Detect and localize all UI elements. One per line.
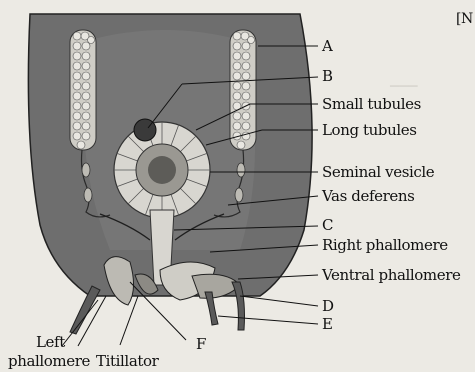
label-long-tubules: Long tubules bbox=[322, 123, 417, 138]
label-left-phallomere-line1: Left bbox=[36, 335, 65, 350]
label-a: A bbox=[322, 39, 332, 54]
right-gland-column bbox=[230, 30, 256, 150]
label-right-phallomere: Right phallomere bbox=[322, 238, 448, 253]
left-gland-column bbox=[70, 30, 96, 150]
label-d: D bbox=[322, 299, 334, 314]
label-small-tubules: Small tubules bbox=[322, 97, 421, 112]
label-e: E bbox=[322, 317, 333, 332]
label-ventral-phallomere: Ventral phallomere bbox=[322, 268, 460, 283]
background-text-fragment: ─── bbox=[390, 78, 418, 94]
label-seminal-vesicle: Seminal vesicle bbox=[322, 165, 434, 180]
label-titillator: Titillator bbox=[96, 354, 158, 369]
corner-mark: [N bbox=[456, 12, 473, 26]
label-vas-deferens: Vas deferens bbox=[322, 189, 414, 204]
label-b: B bbox=[322, 69, 333, 84]
seminal-vesicle-rosette bbox=[114, 122, 210, 218]
label-left-phallomere-line2: phallomere bbox=[8, 354, 90, 369]
label-c: C bbox=[322, 218, 333, 233]
label-f: F bbox=[196, 337, 206, 352]
